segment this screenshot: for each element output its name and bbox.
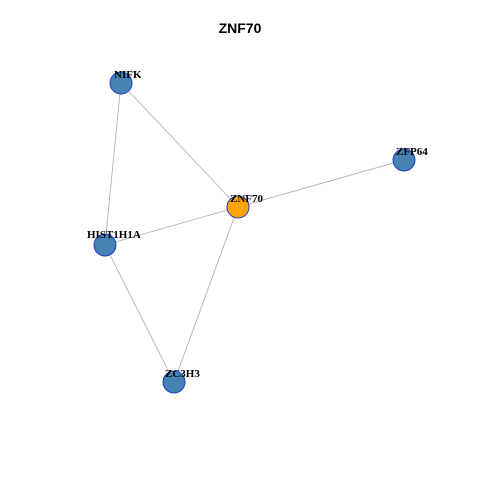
edge-znf70-zc3h3	[173, 206, 239, 383]
node-nifk	[109, 71, 133, 95]
edge-layer	[104, 82, 405, 383]
node-hist1h1a	[93, 233, 117, 257]
edge-nifk-znf70	[120, 82, 239, 208]
graph-title: ZNF70	[218, 20, 262, 36]
node-zc3h3	[162, 370, 186, 394]
node-znf70	[226, 195, 250, 219]
node-label-zc3h3: ZC3H3	[165, 368, 200, 380]
edge-hist1h1a-zc3h3	[104, 244, 175, 383]
edge-znf70-hist1h1a	[104, 206, 239, 246]
node-layer	[93, 71, 416, 394]
node-zfp64	[392, 148, 416, 172]
node-label-hist1h1a: HIST1H1A	[87, 229, 141, 241]
node-label-znf70: ZNF70	[230, 193, 264, 205]
edge-nifk-hist1h1a	[104, 82, 122, 246]
node-label-zfp64: ZFP64	[396, 146, 428, 158]
node-label-nifk: NIFK	[114, 69, 142, 81]
edge-znf70-zfp64	[237, 159, 405, 208]
